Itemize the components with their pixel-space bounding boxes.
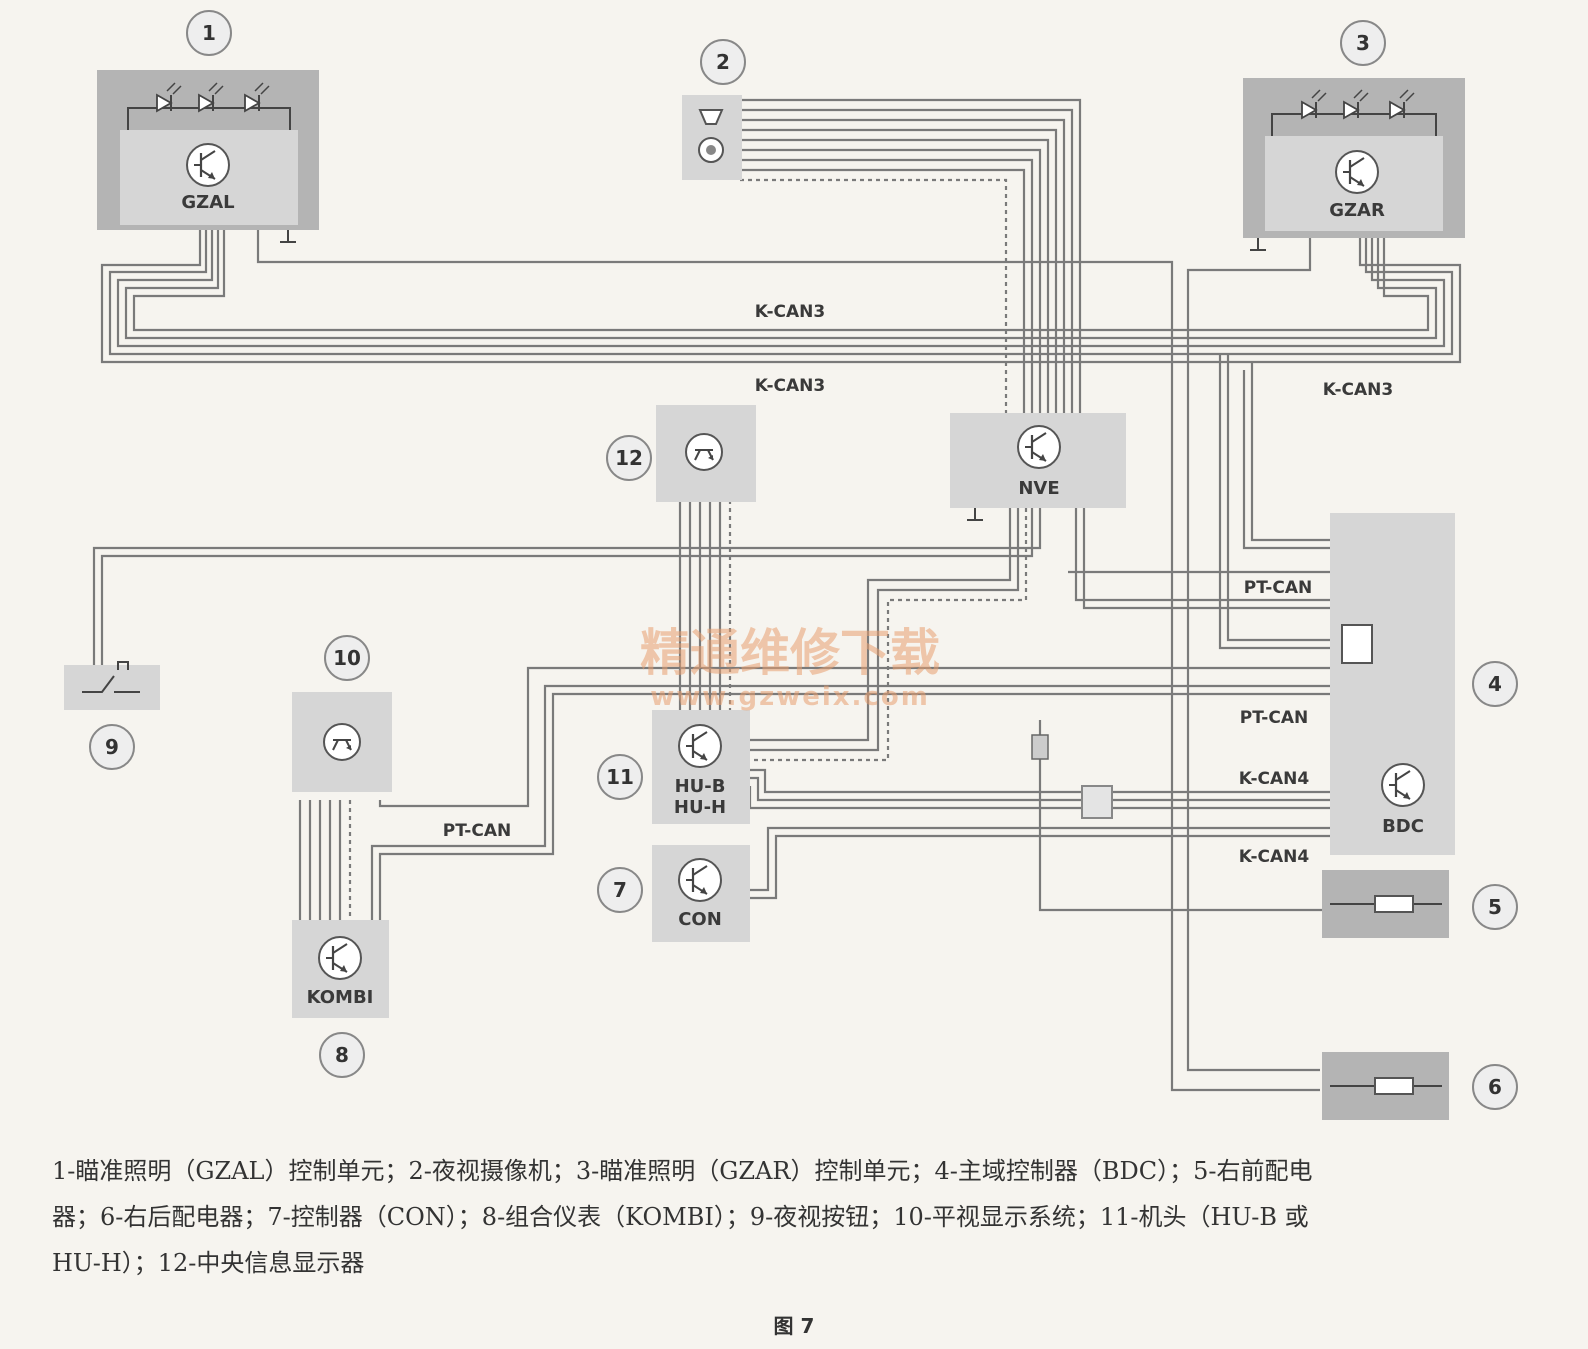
kombi-unit: KOMBI [292,920,389,1018]
caption-line-2: 器；6-右后配电器；7-控制器（CON）；8-组合仪表（KOMBI）；9-夜视按… [52,1203,1309,1231]
svg-text:2: 2 [716,50,730,74]
hu-h-label: HU-H [674,797,726,818]
con-label: CON [678,909,722,930]
inline-diode [1031,734,1049,760]
nve-unit: NVE [950,413,1126,521]
pt-can-label-nve: PT-CAN [1244,578,1312,598]
svg-text:4: 4 [1488,672,1502,696]
distributor-front-right [1322,870,1449,938]
callout-7: 7 [597,867,643,913]
svg-text:3: 3 [1356,31,1370,55]
svg-text:1: 1 [202,21,216,45]
gzal-label: GZAL [181,192,234,213]
con-unit: CON [652,845,750,942]
button-line-2 [100,508,1034,665]
central-info-display [656,405,756,502]
hud-to-kombi [298,800,352,920]
nve-label: NVE [1018,478,1059,499]
k-can4-label-hu: K-CAN4 [1239,769,1310,789]
gzar-supply-line [1186,235,1320,1072]
figure-caption: 1-瞄准照明（GZAL）控制单元；2-夜视摄像机；3-瞄准照明（GZAR）控制单… [52,1148,1512,1286]
k-can3-bundle [100,230,1462,364]
cid-to-hu [678,500,732,710]
pt-can-bundle [370,666,1330,920]
pt-can-label-bdc: PT-CAN [1240,708,1308,728]
nve-to-hu [735,508,1028,762]
svg-text:6: 6 [1488,1075,1502,1099]
svg-text:10: 10 [333,646,361,670]
callout-3: 3 [1340,20,1386,66]
night-vision-button [64,661,160,710]
callout-2: 2 [700,39,746,85]
watermark-url: www.gzweix.com [650,682,930,712]
button-line [92,508,1042,665]
bdc-unit: BDC [1330,513,1455,855]
svg-text:8: 8 [335,1043,349,1067]
head-unit: HU-B HU-H [652,710,750,824]
callout-6: 6 [1472,1064,1518,1110]
callout-10: 10 [324,635,370,681]
callout-4: 4 [1472,661,1518,707]
wiring-diagram: GZAL GZAR NVE BDC [64,10,1518,1120]
nve-to-distributor-5 [1038,720,1330,912]
figure-title: 图 7 [773,1314,815,1338]
bdc-label: BDC [1382,816,1424,837]
k-can4-connector [1081,785,1113,819]
gzal-supply-line [256,230,1320,1092]
svg-text:12: 12 [615,446,643,470]
callout-9: 9 [89,724,135,770]
caption-line-1: 1-瞄准照明（GZAL）控制单元；2-夜视摄像机；3-瞄准照明（GZAR）控制单… [52,1157,1313,1185]
kombi-label: KOMBI [307,987,374,1008]
watermark-title: 精通维修下载 [640,624,940,682]
gzar-label: GZAR [1329,200,1385,221]
k-can4-label-con: K-CAN4 [1239,847,1310,867]
hu-b-label: HU-B [675,776,726,797]
callout-12: 12 [606,435,652,481]
callout-5: 5 [1472,884,1518,930]
distributor-rear-right [1322,1052,1449,1120]
k-can3-to-bdc [1218,355,1330,650]
k-can3-label-mid: K-CAN3 [755,376,825,396]
svg-text:5: 5 [1488,895,1502,919]
svg-text:9: 9 [105,735,119,759]
night-vision-camera [682,95,742,180]
callout-11: 11 [597,754,643,800]
caption-line-3: HU-H）；12-中央信息显示器 [52,1249,365,1277]
k-can3-label-top: K-CAN3 [755,302,825,322]
svg-text:7: 7 [613,878,627,902]
nve-to-bdc-ptcan [1068,508,1330,610]
svg-text:11: 11 [606,765,634,789]
pt-can-label-kombi: PT-CAN [443,821,511,841]
gzar-unit: GZAR [1243,78,1465,251]
wire-harness [92,98,1462,1092]
k-can4-con [750,826,1330,900]
head-up-display [292,692,392,792]
callout-1: 1 [186,10,232,56]
callout-8: 8 [319,1032,365,1078]
k-can3-label-right: K-CAN3 [1323,380,1393,400]
camera-bundle [740,98,1082,420]
gzal-unit: GZAL [97,70,319,243]
